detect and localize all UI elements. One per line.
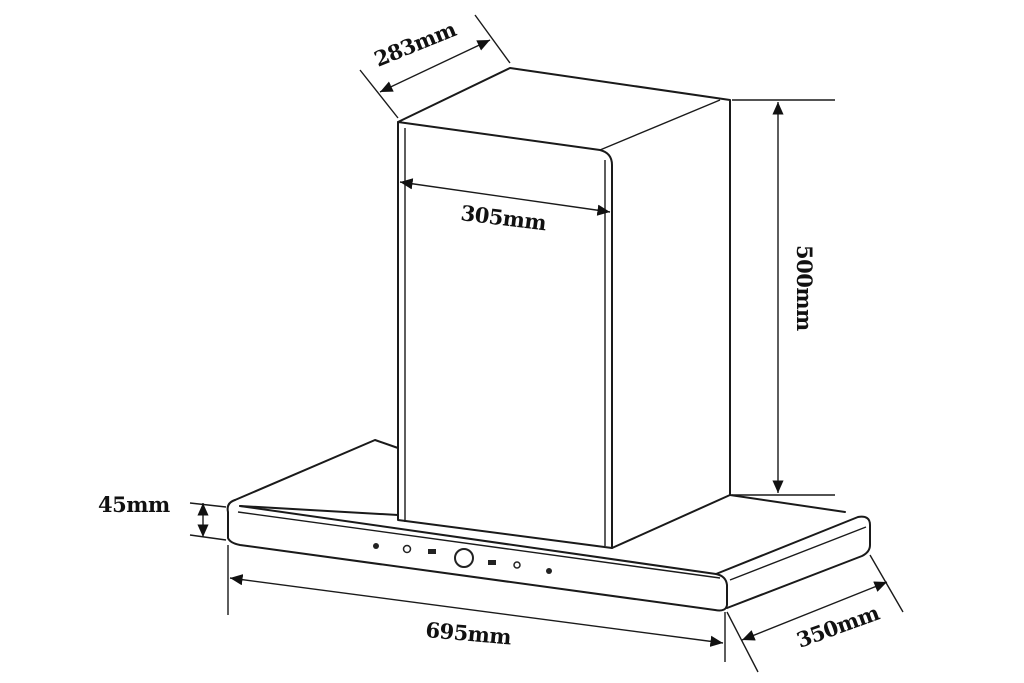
fan-speed-high-icon[interactable]: [488, 560, 496, 565]
label-45: 45mm: [98, 492, 170, 517]
dimension-canopy-thickness: 45mm: [98, 492, 227, 541]
dimension-canopy-width: 695mm: [227, 545, 726, 662]
dimension-chimney-height: 500mm: [732, 99, 835, 496]
label-305: 305mm: [459, 200, 547, 235]
fan-icon[interactable]: [546, 568, 552, 574]
light-icon[interactable]: [513, 561, 521, 569]
dimension-chimney-depth: 283mm: [359, 14, 511, 119]
main-button[interactable]: [454, 548, 474, 568]
canopy: [226, 439, 871, 612]
label-350: 350mm: [793, 600, 882, 653]
label-695: 695mm: [425, 617, 513, 649]
label-283: 283mm: [371, 16, 460, 71]
label-500: 500mm: [792, 245, 817, 331]
timer-icon[interactable]: [402, 544, 412, 554]
dimension-canopy-depth: 350mm: [726, 554, 904, 673]
chimney: [397, 67, 731, 549]
fan-speed-icon[interactable]: [428, 549, 436, 554]
power-icon[interactable]: [373, 543, 379, 549]
dimension-chimney-width: 305mm: [399, 178, 611, 235]
control-panel: [373, 543, 552, 574]
